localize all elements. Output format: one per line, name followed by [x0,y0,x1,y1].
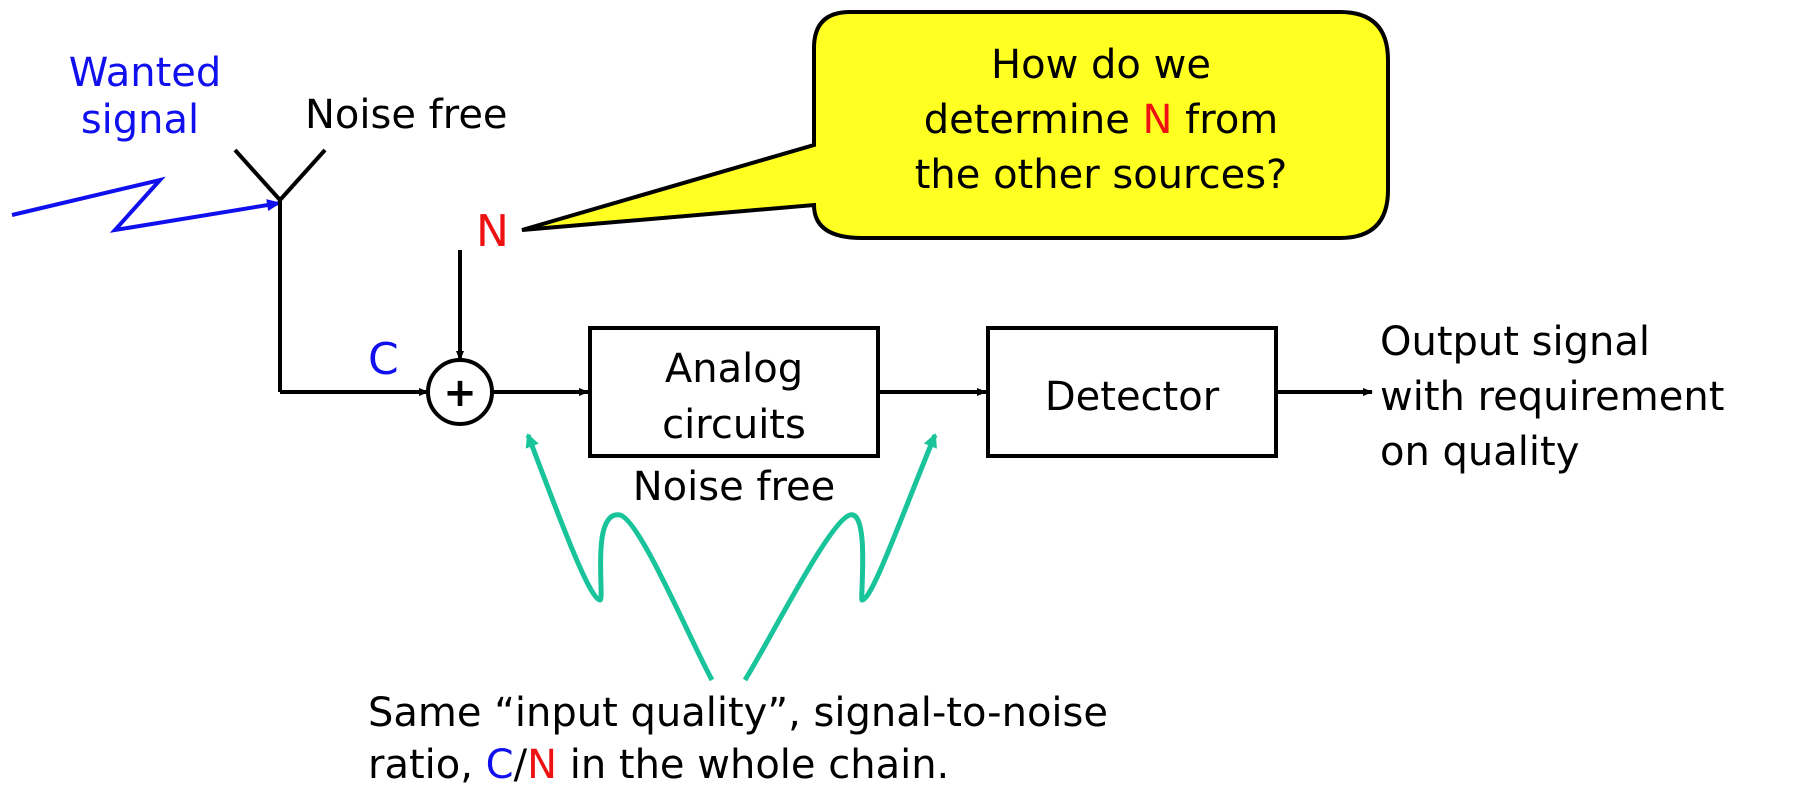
footnote-line2: ratio, C/N in the whole chain. [368,742,949,788]
footnote-slash: / [514,742,528,788]
output-label-line2: with requirement [1380,374,1724,420]
footnote-n: N [527,742,557,788]
callout-line2: determine N from [924,97,1279,143]
callout-line2-start: determine [924,97,1143,143]
callout-line1: How do we [991,42,1211,88]
footnote-line2-start: ratio, [368,742,486,788]
c-label: C [368,334,399,385]
detector-label: Detector [1045,374,1220,420]
wanted-signal-label-line1: Wanted [69,50,222,96]
teal-arrow-left [525,433,715,682]
analog-circuits-box [588,326,880,458]
antenna-noise-free-label: Noise free [305,92,508,138]
footnote-c: C [486,742,514,788]
callout-n-highlight: N [1143,97,1173,143]
footnote-line2-end: in the whole chain. [557,742,949,788]
analog-box-label-line2: circuits [662,402,806,448]
teal-arrow-right [742,433,938,682]
detector-box [986,326,1278,458]
wanted-signal-label-line2: signal [81,97,199,143]
analog-box-label-line1: Analog [665,346,803,392]
wanted-signal-arrow [11,176,281,233]
adder-plus-sign: + [443,370,477,416]
antenna-icon [233,148,327,392]
callout-line3: the other sources? [915,152,1288,198]
callout-bubble [521,10,1390,240]
analog-noise-free-label: Noise free [633,464,836,510]
output-label-line1: Output signal [1380,319,1650,365]
callout-line2-end: from [1172,97,1278,143]
footnote-line1: Same “input quality”, signal-to-noise [368,690,1108,736]
output-label-line3: on quality [1380,429,1579,475]
n-label: N [476,206,509,257]
